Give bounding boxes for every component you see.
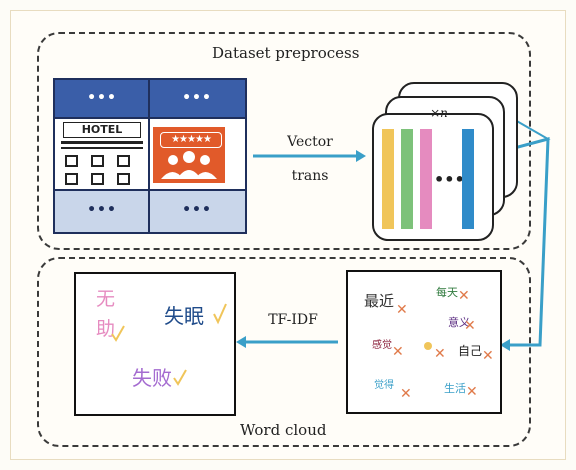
hotel-window bbox=[91, 155, 104, 167]
layer-bar-yellow bbox=[382, 129, 394, 229]
rating-stars: ★★★★★ bbox=[160, 132, 222, 148]
raw-word-ziji: 自己 bbox=[458, 344, 483, 358]
cross-mark-icon: ✕ bbox=[392, 344, 404, 360]
dataset-preprocess-title: Dataset preprocess bbox=[212, 44, 360, 62]
hotel-roof-line bbox=[61, 147, 143, 149]
cross-mark-icon: ✕ bbox=[396, 302, 408, 318]
vector-label: Vector bbox=[287, 134, 333, 150]
cross-mark-icon: ✕ bbox=[466, 384, 478, 400]
raw-word-small-mark bbox=[424, 342, 432, 350]
raw-word-shenghuo: 生活 bbox=[444, 382, 466, 395]
hotel-window bbox=[65, 155, 78, 167]
cross-mark-icon: ✕ bbox=[464, 318, 476, 334]
hotel-window bbox=[117, 155, 130, 167]
hotel-bottom-left: ••• bbox=[55, 190, 149, 232]
panel-divider-horizontal bbox=[55, 189, 245, 191]
cross-mark-icon: ✕ bbox=[434, 346, 446, 362]
cross-mark-icon: ✕ bbox=[400, 386, 412, 402]
raw-word-zuijin: 最近 bbox=[364, 292, 395, 310]
hotel-top-right: ••• bbox=[149, 80, 245, 118]
hotel-window bbox=[91, 173, 104, 185]
raw-word-juede: 觉得 bbox=[374, 380, 394, 391]
dots-label: ••• bbox=[87, 90, 117, 106]
dots-label: ••• bbox=[182, 202, 212, 218]
hotel-top-left: ••• bbox=[55, 80, 149, 118]
panel-divider-vertical bbox=[148, 80, 150, 232]
layer-bar-green bbox=[401, 129, 413, 229]
cross-mark-icon: ✕ bbox=[458, 288, 470, 304]
hotel-window bbox=[117, 173, 130, 185]
dots-label: ••• bbox=[87, 202, 117, 218]
cross-mark-icon: ✕ bbox=[482, 348, 494, 364]
raw-words-panel: 最近 每天 意义 感觉 自己 觉得 生活 ✕ ✕ ✕ ✕ ✕ ✕ ✕ ✕ bbox=[346, 270, 502, 414]
raw-word-meitian: 每天 bbox=[436, 286, 458, 299]
raw-word-ganjue: 感觉 bbox=[372, 340, 392, 351]
tf-idf-label: TF-IDF bbox=[268, 312, 318, 328]
review-people-icon: ★★★★★ bbox=[153, 127, 225, 183]
raw-word-yiyi: 意义 bbox=[448, 316, 470, 329]
layer-bar-blue bbox=[462, 129, 474, 229]
cloud-word-shimian: 失眠 bbox=[164, 304, 204, 328]
hotel-review-panel: ••• ••• HOTEL ★★★★★ ••• ••• bbox=[53, 78, 247, 234]
stack-multiplier: ×n bbox=[430, 106, 448, 120]
people-icon bbox=[161, 151, 217, 179]
dots-label: ••• bbox=[182, 90, 212, 106]
word-cloud-title: Word cloud bbox=[240, 421, 327, 439]
cloud-word-shibai: 失败 bbox=[132, 366, 172, 390]
check-marks bbox=[111, 303, 227, 386]
cloud-word-zhu: 助 bbox=[96, 318, 116, 340]
panel-divider-horizontal bbox=[55, 117, 245, 119]
hotel-building-icon: HOTEL bbox=[55, 118, 149, 190]
hotel-roof-line bbox=[61, 141, 143, 144]
layer-bar-pink bbox=[420, 129, 432, 229]
hotel-window bbox=[65, 173, 78, 185]
cloud-word-wu: 无 bbox=[96, 288, 116, 310]
hotel-sign: HOTEL bbox=[63, 122, 141, 138]
word-cloud-box bbox=[37, 257, 531, 447]
hotel-bottom-right: ••• bbox=[149, 190, 245, 232]
trans-label: trans bbox=[291, 168, 329, 184]
layer-dots: ••• bbox=[434, 170, 465, 189]
word-cloud-panel: 无 助 失眠 失败 bbox=[74, 272, 236, 416]
